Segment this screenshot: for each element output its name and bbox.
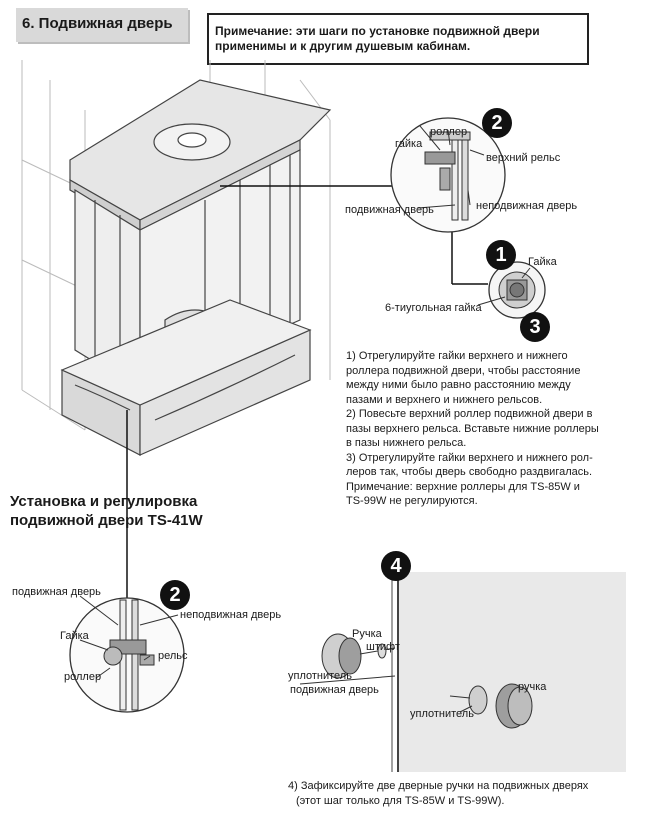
- step-badge-3: 3: [520, 312, 550, 342]
- label-rail-bottom: рельс: [158, 650, 188, 662]
- step-badge-2-bottom: 2: [160, 580, 190, 610]
- label-nut-top: гайка: [395, 138, 423, 150]
- install-title-line-1: Установка и регулировка: [10, 493, 198, 510]
- instruction-line: роллера подвижной двери, чтобы расстояни…: [346, 364, 581, 377]
- label-seal-2: уплотнитель: [410, 708, 474, 720]
- label-handle: Ручка: [352, 628, 382, 640]
- instruction-line: леров так, чтобы дверь свободно раздвига…: [346, 466, 593, 478]
- section-title: 6. Подвижная дверь: [22, 15, 173, 32]
- handle-parts: [299, 633, 533, 729]
- label-fixed-door-top: неподвижная дверь: [476, 200, 578, 212]
- instruction-line: TS-99W не регулируются.: [346, 495, 478, 507]
- label-roller-bottom: роллер: [64, 671, 102, 683]
- label-hex-nut: 6-тиугольная гайка: [385, 302, 482, 314]
- label-nut-hex: Гайка: [528, 256, 557, 268]
- instruction-line: пазами и верхнего и нижнего рельсов.: [346, 393, 543, 406]
- note-box: Примечание: эти шаги по установке подвиж…: [207, 13, 589, 65]
- label-fixed-door-bottom: неподвижная дверь: [180, 609, 282, 621]
- instruction-line: 3) Отрегулируйте гайки верхнего и нижнег…: [346, 451, 593, 464]
- instruction-line: между ними было равно расстоянию между: [346, 379, 571, 391]
- section-title-box: 6. Подвижная дверь: [16, 8, 188, 42]
- instruction-line: в пазы нижнего рельса.: [346, 437, 467, 449]
- upper-roller-detail: [390, 117, 506, 233]
- label-sliding-door-top: подвижная дверь: [345, 204, 434, 216]
- glass-panel: [391, 572, 626, 772]
- instruction-line: пазы верхнего рельса. Вставьте нижние ро…: [346, 422, 599, 435]
- step-badge-2-top: 2: [482, 108, 512, 138]
- label-pin: штифт: [366, 641, 400, 653]
- note-text: Примечание: эти шаги по установке подвиж…: [215, 24, 540, 54]
- label-sliding-door-bottom: подвижная дверь: [12, 586, 101, 598]
- instruction-line: 1) Отрегулируйте гайки верхнего и нижнег…: [346, 350, 568, 362]
- label-nut-bottom: Гайка: [60, 630, 89, 642]
- step-badge-4: 4: [381, 551, 411, 581]
- install-title-line-2: подвижной двери TS-41W: [10, 512, 203, 529]
- footer-line-2: (этот шаг только для TS-85W и TS-99W).: [296, 795, 505, 807]
- shower-cabin: [60, 79, 332, 456]
- hex-nut-detail: [477, 261, 546, 319]
- instruction-line: Примечание: верхние роллеры для TS-85W и: [346, 480, 580, 493]
- instruction-line: 2) Повесьте верхний роллер подвижной две…: [346, 408, 593, 420]
- note-line-2: применимы и к другим душевым кабинам.: [215, 39, 471, 53]
- label-upper-rail: верхний рельс: [486, 152, 561, 164]
- label-roller-top: роллер: [430, 126, 468, 138]
- note-line-1: Примечание: эти шаги по установке подвиж…: [215, 24, 540, 38]
- footer-line-1: 4) Зафиксируйте две дверные ручки на под…: [288, 780, 589, 792]
- label-seal: уплотнитель: [288, 670, 352, 682]
- lower-roller-detail: [69, 595, 185, 713]
- label-handle-2: ручка: [518, 681, 547, 693]
- label-sliding-door-handle: подвижная дверь: [290, 684, 379, 696]
- step-badge-1: 1: [486, 240, 516, 270]
